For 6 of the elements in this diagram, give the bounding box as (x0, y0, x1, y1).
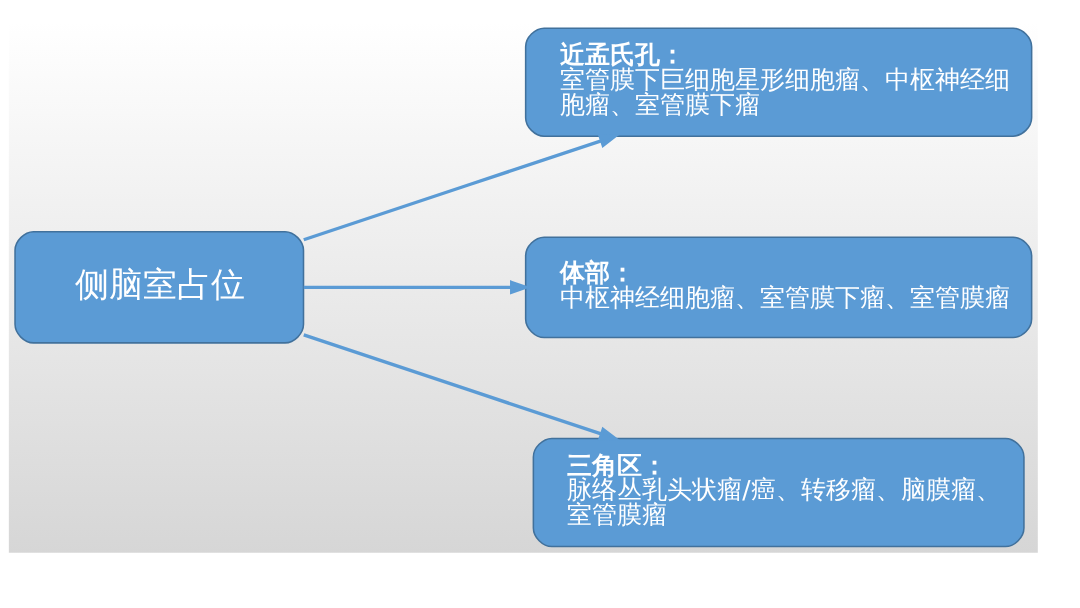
arrow (303, 134, 620, 242)
arrow (303, 333, 620, 441)
node-box: 三角区： 脉络丛乳头状瘤/癌、转移瘤、脑膜瘤、室管膜瘤 (532, 437, 1025, 548)
node-box: 侧脑室占位 (14, 231, 305, 344)
node-box: 体部： 中枢神经细胞瘤、室管膜下瘤、室管膜瘤 (524, 236, 1033, 339)
node-box: 近孟氏孔： 室管膜下巨细胞星形细胞瘤、中枢神经细胞瘤、室管膜下瘤 (524, 27, 1033, 137)
